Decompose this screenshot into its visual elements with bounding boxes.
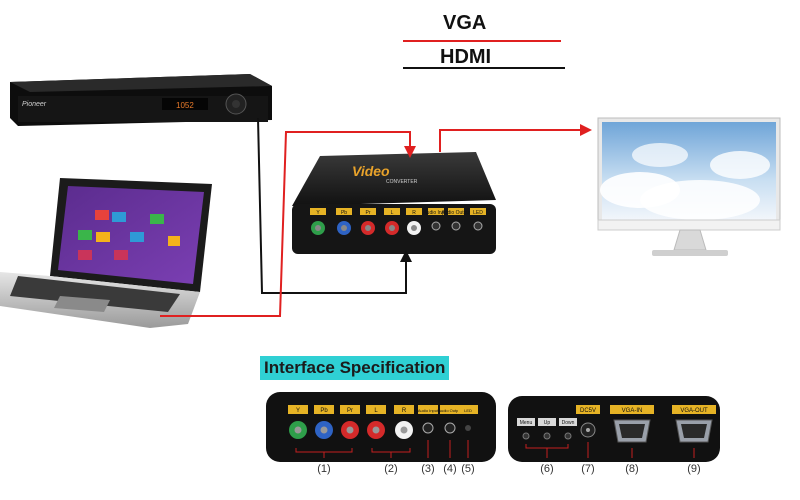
front-port-label-bg [418,405,438,414]
rear-button [543,432,551,440]
converter-port-label: Pb [341,210,347,216]
rear-button-label-bg [517,418,535,426]
rear-port-label-bg [576,405,600,414]
front-port-label: L [374,408,378,414]
callout-number: (2) [384,463,397,475]
front-port-label: Pb [320,408,328,414]
converter-port-label-bg [406,208,422,215]
front-port-label: Audio Output [438,408,462,413]
hdmi-cables [257,117,407,294]
front-led [465,425,471,431]
front-port-label: Pr [347,408,353,414]
converter-port-label-bg [310,208,326,215]
rear-port-label: VGA-IN [622,408,643,414]
converter-port-label: R [412,210,416,216]
front-audio-jack [444,422,456,434]
rear-button-label: Up [544,420,551,426]
rear-button-label: Menu [520,420,533,426]
laptop [0,178,212,328]
vga-arrow-down [404,146,416,158]
rear-port-label: VGA-OUT [680,408,708,414]
converter-port-label: LED [473,210,483,216]
converter-audio-jack [451,221,461,231]
converter-brand: Video [352,163,390,179]
converter-port-label-bg [470,208,486,215]
converter-port-label-bg [448,208,464,215]
callout-number: (3) [421,463,434,475]
dc-power-pin [586,428,590,432]
rear-button [522,432,530,440]
callout-number: (1) [317,463,330,475]
converter-port-label: Audio Input [423,210,449,216]
converter-port-label: L [391,210,394,216]
converter-port-label: Audio Output [441,210,471,216]
front-port-label-bg [458,405,478,414]
vga-cables [160,129,582,317]
dvd-player: Pioneer 1052 [10,74,272,126]
front-port-label-bg [340,405,360,414]
front-port-label-bg [314,405,334,414]
vga-port-socket [681,424,707,438]
front-port-label: Y [296,408,300,414]
connection-diagram: Pioneer 1052 Video CONVERTER Y Pb Pr L R Audi… [0,74,781,328]
rear-button [564,432,572,440]
dvd-display: 1052 [176,101,194,110]
rear-button-label-bg [559,418,577,426]
converter-rca-center [389,225,395,231]
rear-button-label-bg [538,418,556,426]
monitor [597,117,781,256]
vga-port-socket [619,424,645,438]
front-rca-center [294,426,302,434]
hdmi-legend-label: HDMI [440,46,492,68]
hdmi-legend-line [403,67,565,69]
front-rca-center [372,426,380,434]
front-rca-center [346,426,354,434]
vga-arrow-right [580,124,592,136]
hdmi-arrow-up [400,250,412,262]
rear-port-label: DC5V [580,408,596,414]
converter-rca-center [411,225,417,231]
vga-legend-line [403,40,561,42]
converter-port-label-bg [428,208,444,215]
front-port-label-bg [366,405,386,414]
callout-number: (4) [443,463,456,475]
callout-brackets [295,440,695,458]
front-port-label: R [402,408,407,414]
converter-port-label-bg [360,208,376,215]
front-port-label-bg [394,405,414,414]
front-port-label-bg [440,405,460,414]
rear-panel: Menu Up Down DC5V VGA-IN VGA-OUT [508,396,720,462]
front-rca-center [400,426,408,434]
dvd-brand: Pioneer [22,101,47,108]
callout-number: (6) [540,463,553,475]
callout-number: (8) [625,463,638,475]
converter-rca-center [365,225,371,231]
callout-number: (9) [687,463,700,475]
converter-port-label: Y [316,210,320,216]
converter-rca-center [315,225,321,231]
converter-audio-jack [431,221,441,231]
converter-subtext: CONVERTER [386,179,418,185]
interface-spec-title: Interface Specification [260,356,450,380]
rear-port-label-bg [610,405,654,414]
front-port-label-bg [288,405,308,414]
converter-port-label-bg [384,208,400,215]
converter-rca-center [341,225,347,231]
rear-port-label-bg [672,405,716,414]
front-port-label: LED [464,408,472,413]
front-port-label: Audio Input [418,408,439,413]
converter-port-label-bg [336,208,352,215]
rear-button-label: Down [562,420,575,426]
front-rca-center [320,426,328,434]
front-audio-jack [422,422,434,434]
callout-number: (7) [581,463,594,475]
video-converter: Video CONVERTER Y Pb Pr L R Audio InputAudio … [292,152,496,254]
callout-number: (5) [461,463,474,475]
vga-legend-label: VGA [443,12,487,34]
converter-audio-jack [473,221,483,231]
converter-port-label: Pr [366,210,371,216]
